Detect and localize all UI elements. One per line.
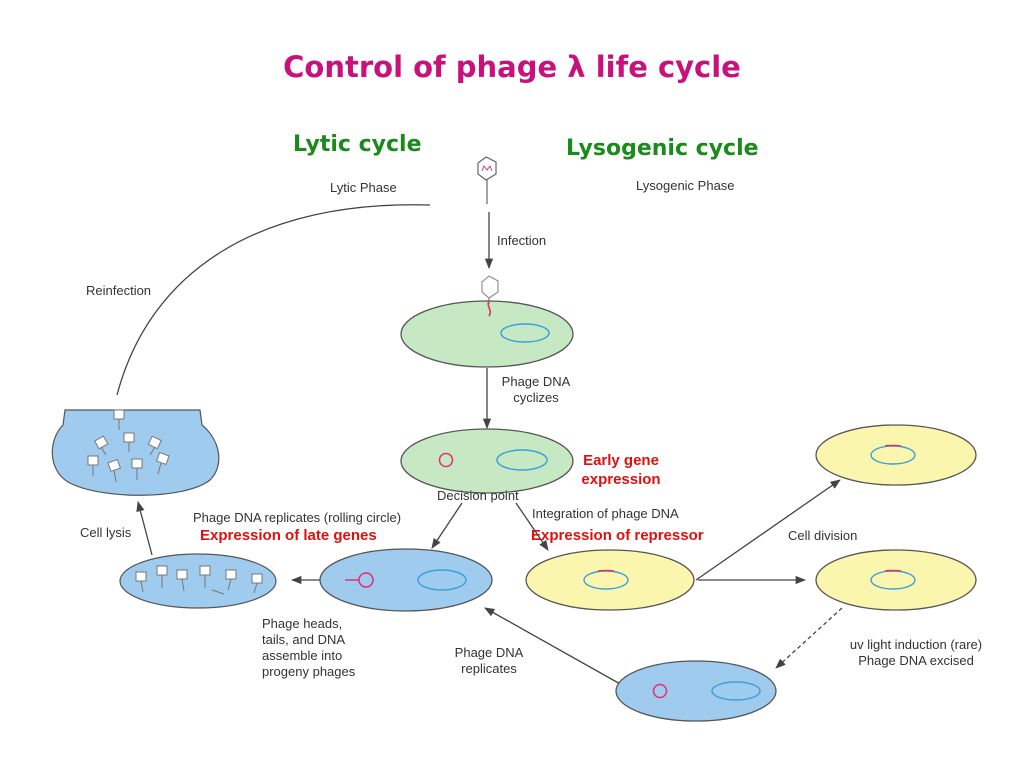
lysogen-daughter-cell-top [815,424,977,486]
rolling-circle-cell [319,548,493,612]
repressor-expression-label: Expression of repressor [531,527,704,544]
assembly-label: Phage heads, tails, and DNA assemble int… [262,616,356,679]
lytic-cycle-heading: Lytic cycle [293,132,422,157]
lysogen-cell [525,549,695,611]
infected-cell [400,275,574,368]
early-gene-expression-label: Early gene expression [581,452,661,488]
rolling-circle-replication-label: Phage DNA replicates (rolling circle) [193,510,402,525]
phage-dna-replicates-label: Phage DNA replicates [454,645,524,676]
decision-to-lytic-arrow [431,502,463,549]
decision-cell [400,428,574,494]
lysing-cell [51,409,220,496]
progeny-phage-cell [119,553,277,609]
phage-dna-cyclizes-label: Phage DNA cyclizes [501,374,571,405]
attached-phage-icon [481,275,499,304]
uv-induction-label: uv light induction (rare) Phage DNA exci… [849,637,983,668]
free-phage-icon [477,156,497,204]
reinfection-label: Reinfection [86,283,152,298]
injected-phage-dna [487,299,492,317]
cell-lysis-label: Cell lysis [80,525,132,540]
cell-lysis-arrow [136,500,153,556]
integration-label: Integration of phage DNA [532,506,679,521]
cell-division-label: Cell division [788,528,858,543]
lysogenic-phase-label: Lysogenic Phase [636,178,735,193]
cell-division-arrow-up [695,479,841,581]
lysogenic-cycle-heading: Lysogenic cycle [566,136,759,161]
reinfection-arrow [116,204,431,396]
lytic-phase-label: Lytic Phase [330,180,397,195]
decision-to-lysogenic-arrow [515,502,549,551]
lysogen-daughter-cell-right [815,549,977,611]
induced-cell [615,660,777,722]
decision-point-label: Decision point [437,488,519,503]
infection-label: Infection [497,233,547,248]
late-genes-expression-label: Expression of late genes [200,527,377,544]
page-title: Control of phage λ life cycle [283,50,741,84]
uv-induction-arrow [775,607,843,669]
phage-dna-replicates-arrow [484,607,623,686]
